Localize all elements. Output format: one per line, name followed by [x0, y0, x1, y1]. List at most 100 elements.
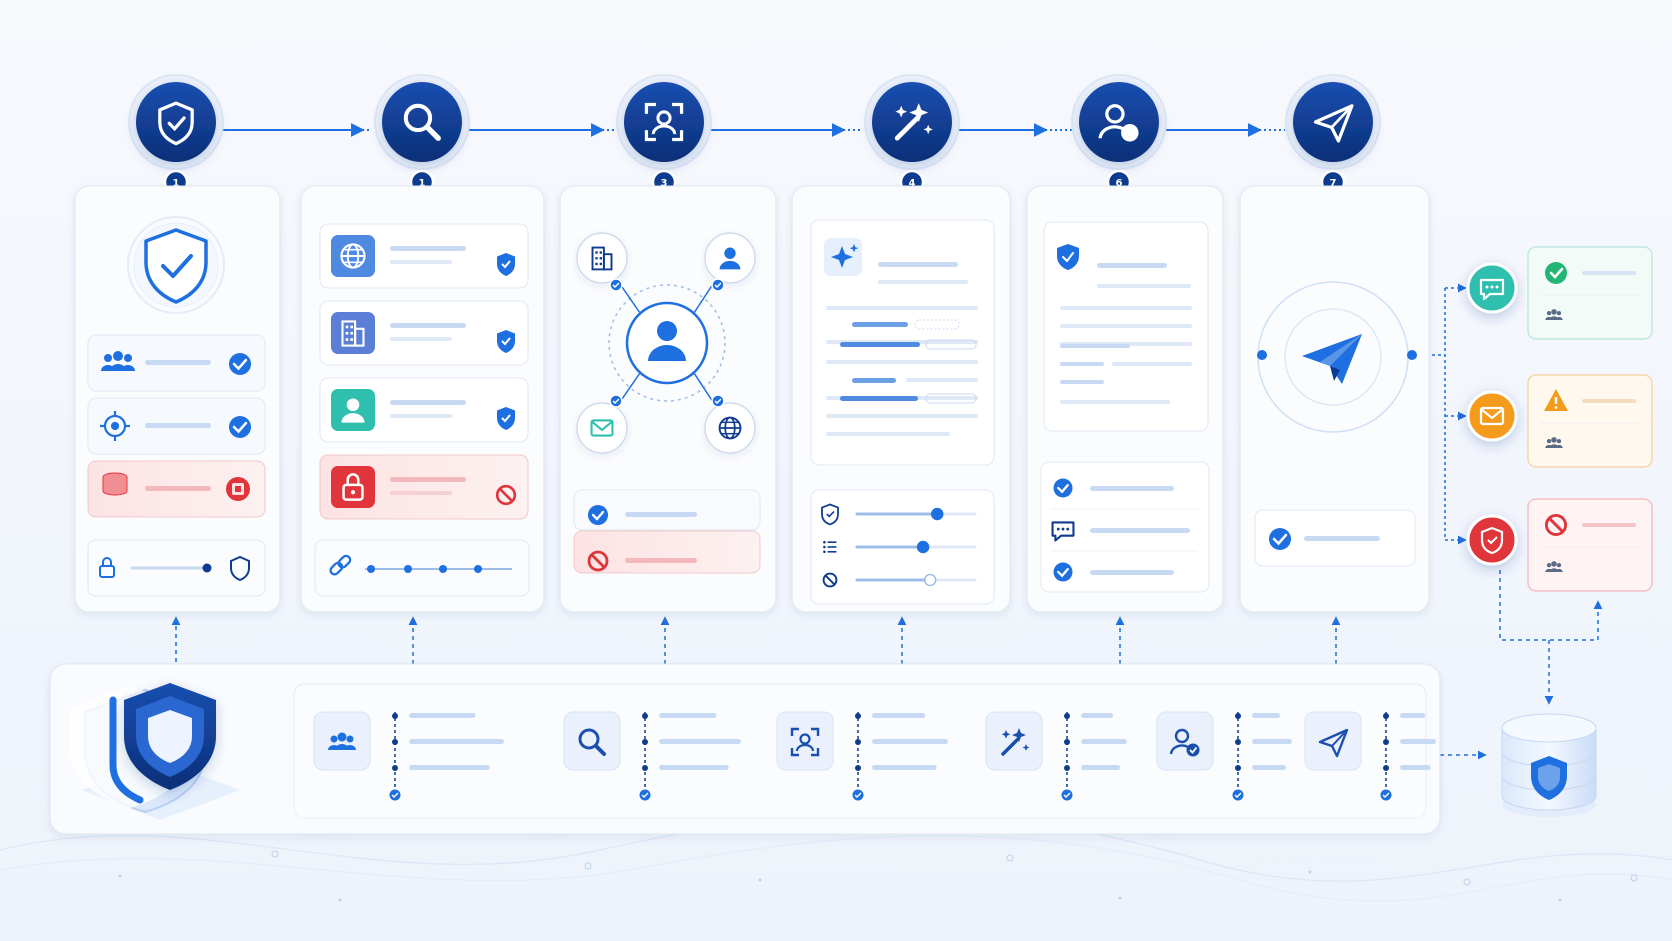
filter-slider[interactable]: [821, 503, 977, 526]
face-scan-icon: [644, 102, 684, 142]
graph-node[interactable]: [576, 232, 628, 292]
slider-knob[interactable]: [930, 507, 944, 521]
chat-icon: [1051, 521, 1075, 542]
users-icon-wrap: [1545, 309, 1563, 320]
step-5[interactable]: 6: [1071, 74, 1167, 195]
pipeline-step[interactable]: [1304, 711, 1436, 801]
step-1[interactable]: 1: [128, 74, 224, 195]
source-row[interactable]: [319, 223, 529, 289]
step-number: 4: [909, 178, 916, 189]
review-row[interactable]: [1051, 508, 1198, 542]
link-icon: [329, 554, 352, 576]
blocked-icon: [495, 484, 517, 506]
panel-row[interactable]: [87, 397, 266, 455]
paper-plane-icon: [1302, 334, 1362, 384]
shield-icon-wrap: [1480, 526, 1504, 555]
graph-node[interactable]: [576, 394, 628, 454]
verified-shield-icon-wrap: [497, 253, 515, 276]
user-check-icon: [1098, 104, 1139, 142]
source-row[interactable]: [319, 454, 529, 520]
panel-row[interactable]: [87, 334, 266, 392]
user-check-icon-wrap: [1169, 728, 1200, 757]
check-circle-icon: [229, 416, 251, 438]
step-4[interactable]: 4: [864, 74, 960, 195]
building-icon: [341, 320, 365, 347]
paper-plane-icon: [1318, 728, 1349, 758]
users-icon: [1545, 309, 1563, 320]
graph-node[interactable]: [704, 394, 756, 454]
pipeline-step[interactable]: [563, 711, 741, 801]
pipeline-step[interactable]: [985, 711, 1127, 801]
users-icon: [1545, 561, 1563, 572]
source-row[interactable]: [319, 377, 529, 443]
user-icon-wrap: [719, 247, 741, 270]
building-icon-wrap: [591, 246, 613, 271]
check-icon: [1053, 562, 1073, 582]
warning-icon-wrap: [1544, 389, 1568, 411]
lock-icon-wrap: [342, 473, 364, 501]
face-scan-icon: [790, 727, 820, 757]
center-user-node[interactable]: [625, 301, 709, 385]
users-icon-wrap: [328, 732, 356, 750]
slider-knob[interactable]: [916, 540, 930, 554]
graph-node[interactable]: [704, 232, 756, 292]
users-icon: [1545, 437, 1563, 448]
panel-ai-analysis: [791, 185, 1011, 613]
panel-review: [1026, 185, 1224, 613]
chat-icon-wrap: [1479, 278, 1505, 301]
review-row[interactable]: [1053, 478, 1175, 498]
source-row[interactable]: [319, 300, 529, 366]
step-3[interactable]: 3: [616, 74, 712, 195]
blocked-icon: [587, 550, 609, 572]
success-icon-wrap: [1545, 262, 1567, 284]
lock-icon: [342, 473, 364, 501]
face-scan-icon-wrap: [644, 102, 684, 142]
users-icon: [328, 732, 356, 750]
target-icon: [100, 411, 130, 441]
user-check-icon: [1169, 728, 1200, 757]
step-6[interactable]: 7: [1285, 74, 1381, 195]
step-2[interactable]: 1: [374, 74, 470, 195]
pipeline-step[interactable]: [776, 711, 948, 801]
users-icon: [101, 351, 135, 371]
shield-check-icon: [144, 228, 208, 304]
panel-row-error[interactable]: [87, 460, 266, 518]
panel-identity-graph: [559, 185, 777, 613]
database-icon: [102, 472, 128, 496]
user-check-icon-wrap: [1098, 104, 1139, 142]
paper-plane-icon-wrap: [1313, 104, 1354, 143]
outcome-2[interactable]: [1466, 374, 1653, 468]
slider-knob[interactable]: [923, 573, 937, 587]
blocked-icon-wrap: [822, 572, 838, 588]
panel-access-control: [74, 185, 281, 613]
outcome-1[interactable]: [1466, 246, 1653, 340]
verified-shield-icon: [497, 407, 515, 430]
result-row-blocked[interactable]: [573, 530, 761, 574]
chat-icon: [1479, 278, 1505, 301]
result-row-ok[interactable]: [573, 489, 761, 531]
secure-database-icon: [1501, 713, 1597, 817]
pipeline-step[interactable]: [1156, 711, 1292, 801]
shield-check-icon: [1057, 244, 1079, 270]
panel-row-chain[interactable]: [314, 539, 530, 597]
paper-plane-icon-wrap: [1318, 728, 1349, 758]
review-row[interactable]: [1052, 550, 1198, 582]
filter-slider[interactable]: [822, 572, 977, 588]
delivery-row[interactable]: [1254, 509, 1416, 567]
filter-slider[interactable]: [823, 540, 977, 554]
sparkle-icon: [831, 244, 859, 268]
check-icon-wrap: [1053, 562, 1073, 582]
error-badge-icon: [226, 477, 250, 501]
pipeline-step[interactable]: [313, 711, 504, 801]
face-scan-icon-wrap: [790, 727, 820, 757]
magic-wand-icon-wrap: [894, 103, 933, 141]
step-number: 3: [661, 178, 668, 189]
outcome-3[interactable]: [1466, 498, 1653, 592]
building-icon-wrap: [341, 320, 365, 347]
panel-row-security[interactable]: [87, 539, 266, 597]
verified-shield-icon: [497, 330, 515, 353]
search-icon: [403, 103, 441, 141]
shield-check-icon: [158, 101, 194, 146]
globe-icon: [340, 243, 366, 269]
